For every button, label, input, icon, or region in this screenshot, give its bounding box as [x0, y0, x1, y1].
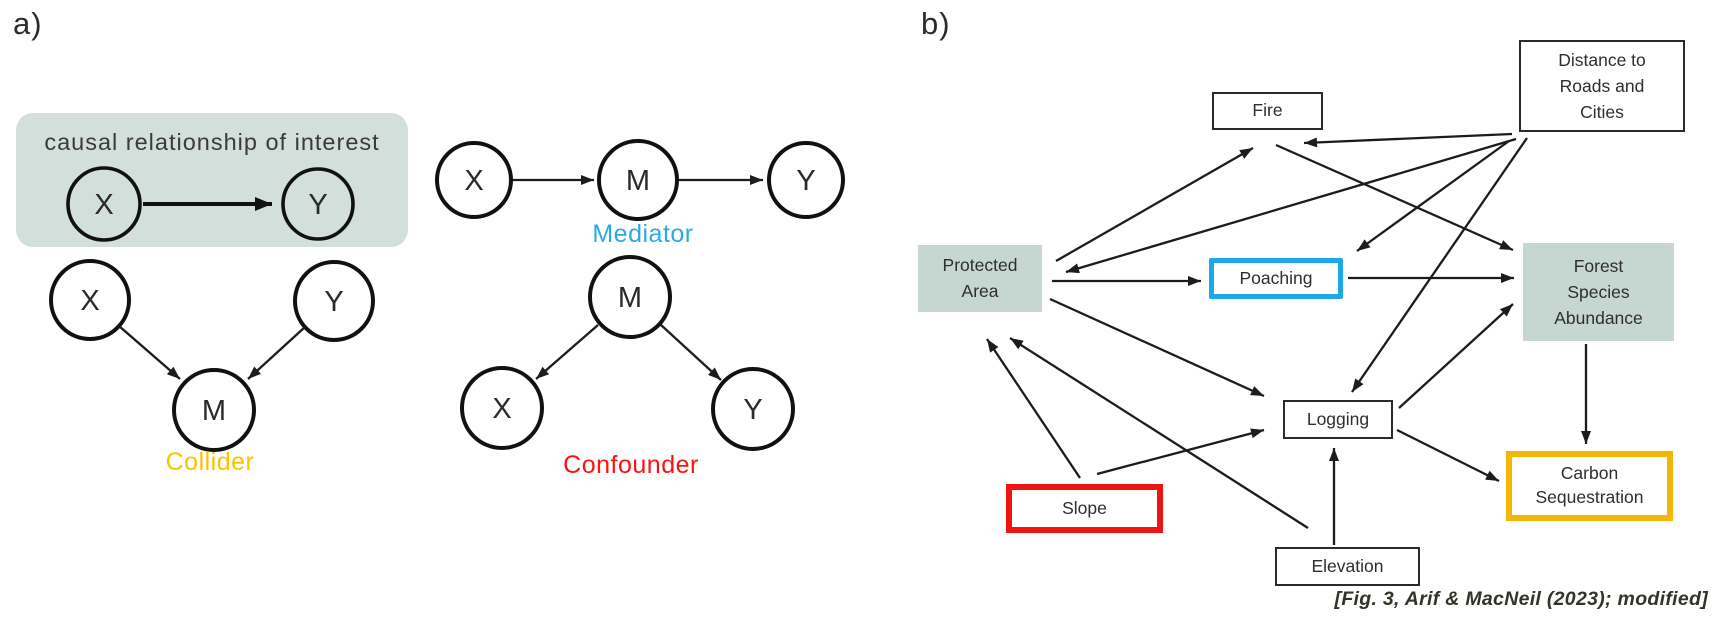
- panel-b-label: b): [921, 6, 951, 41]
- edge-logging-to-forest-species: [1398, 303, 1514, 409]
- figure-source-caption: [Fig. 3, Arif & MacNeil (2023); modified…: [1334, 588, 1708, 610]
- node-label-y: Y: [324, 286, 343, 318]
- node-label-x: X: [464, 165, 483, 197]
- panel-a-label: a): [13, 6, 43, 41]
- node-logging: Logging: [1283, 400, 1393, 439]
- causal-relationship-title: causal relationship of interest: [44, 129, 379, 155]
- node-label-y: Y: [308, 189, 327, 221]
- node-circle-m: [172, 368, 256, 452]
- node-poaching: Poaching: [1209, 258, 1343, 299]
- node-label-y: Y: [796, 165, 815, 197]
- edge-distance-to-fire: [1303, 132, 1513, 148]
- edge-slope-to-protected-area: [986, 338, 1081, 479]
- edge-protected-area-to-logging: [1049, 297, 1265, 398]
- node-label-x: X: [80, 285, 99, 317]
- edge-protected-area-to-fire: [1055, 147, 1254, 262]
- confounder-label: Confounder: [563, 451, 699, 479]
- node-circle-x: [49, 259, 131, 341]
- node-circle-y: [281, 167, 355, 241]
- node-label-m: M: [618, 282, 642, 314]
- node-label-y: Y: [743, 394, 762, 426]
- node-slope: Slope: [1006, 484, 1163, 533]
- causal-relationship-highlight-box: [16, 113, 408, 247]
- node-distance-to-roads-and-cities: Distance to Roads and Cities: [1519, 40, 1685, 132]
- edge-distance-to-logging: [1351, 137, 1528, 393]
- node-label-x: X: [492, 393, 511, 425]
- edge-distance-to-protected-area: [1065, 137, 1517, 274]
- node-label-m: M: [626, 165, 650, 197]
- node-circle-y: [711, 367, 795, 451]
- node-circle-y: [767, 141, 845, 219]
- node-forest-species-abundance: Forest Species Abundance: [1523, 243, 1674, 341]
- node-carbon-sequestration: Carbon Sequestration: [1506, 451, 1673, 521]
- collider-label: Collider: [166, 448, 255, 476]
- edge-elevation-to-protected-area: [1009, 337, 1309, 529]
- node-fire: Fire: [1212, 92, 1323, 130]
- edge-x-to-m-collider: [118, 325, 181, 380]
- node-circle-m: [588, 255, 672, 339]
- edge-m-to-y-confounder: [660, 324, 722, 381]
- mediator-label: Mediator: [592, 220, 693, 248]
- node-circle-x: [66, 166, 142, 242]
- node-label-x: X: [94, 189, 113, 221]
- node-label-m: M: [202, 395, 226, 427]
- edge-m-to-x-confounder: [535, 324, 599, 380]
- node-circle-x: [460, 366, 544, 450]
- edge-slope-to-logging: [1096, 428, 1265, 476]
- edge-distance-to-poaching: [1356, 140, 1510, 252]
- node-elevation: Elevation: [1275, 547, 1420, 586]
- edge-fire-to-forest-species: [1275, 143, 1514, 252]
- node-circle-m: [597, 139, 679, 221]
- edge-y-to-m-collider: [247, 326, 306, 380]
- edge-logging-to-carbon: [1396, 428, 1500, 483]
- node-protected-area: Protected Area: [918, 245, 1042, 312]
- node-circle-x: [435, 141, 513, 219]
- node-circle-y: [293, 260, 375, 342]
